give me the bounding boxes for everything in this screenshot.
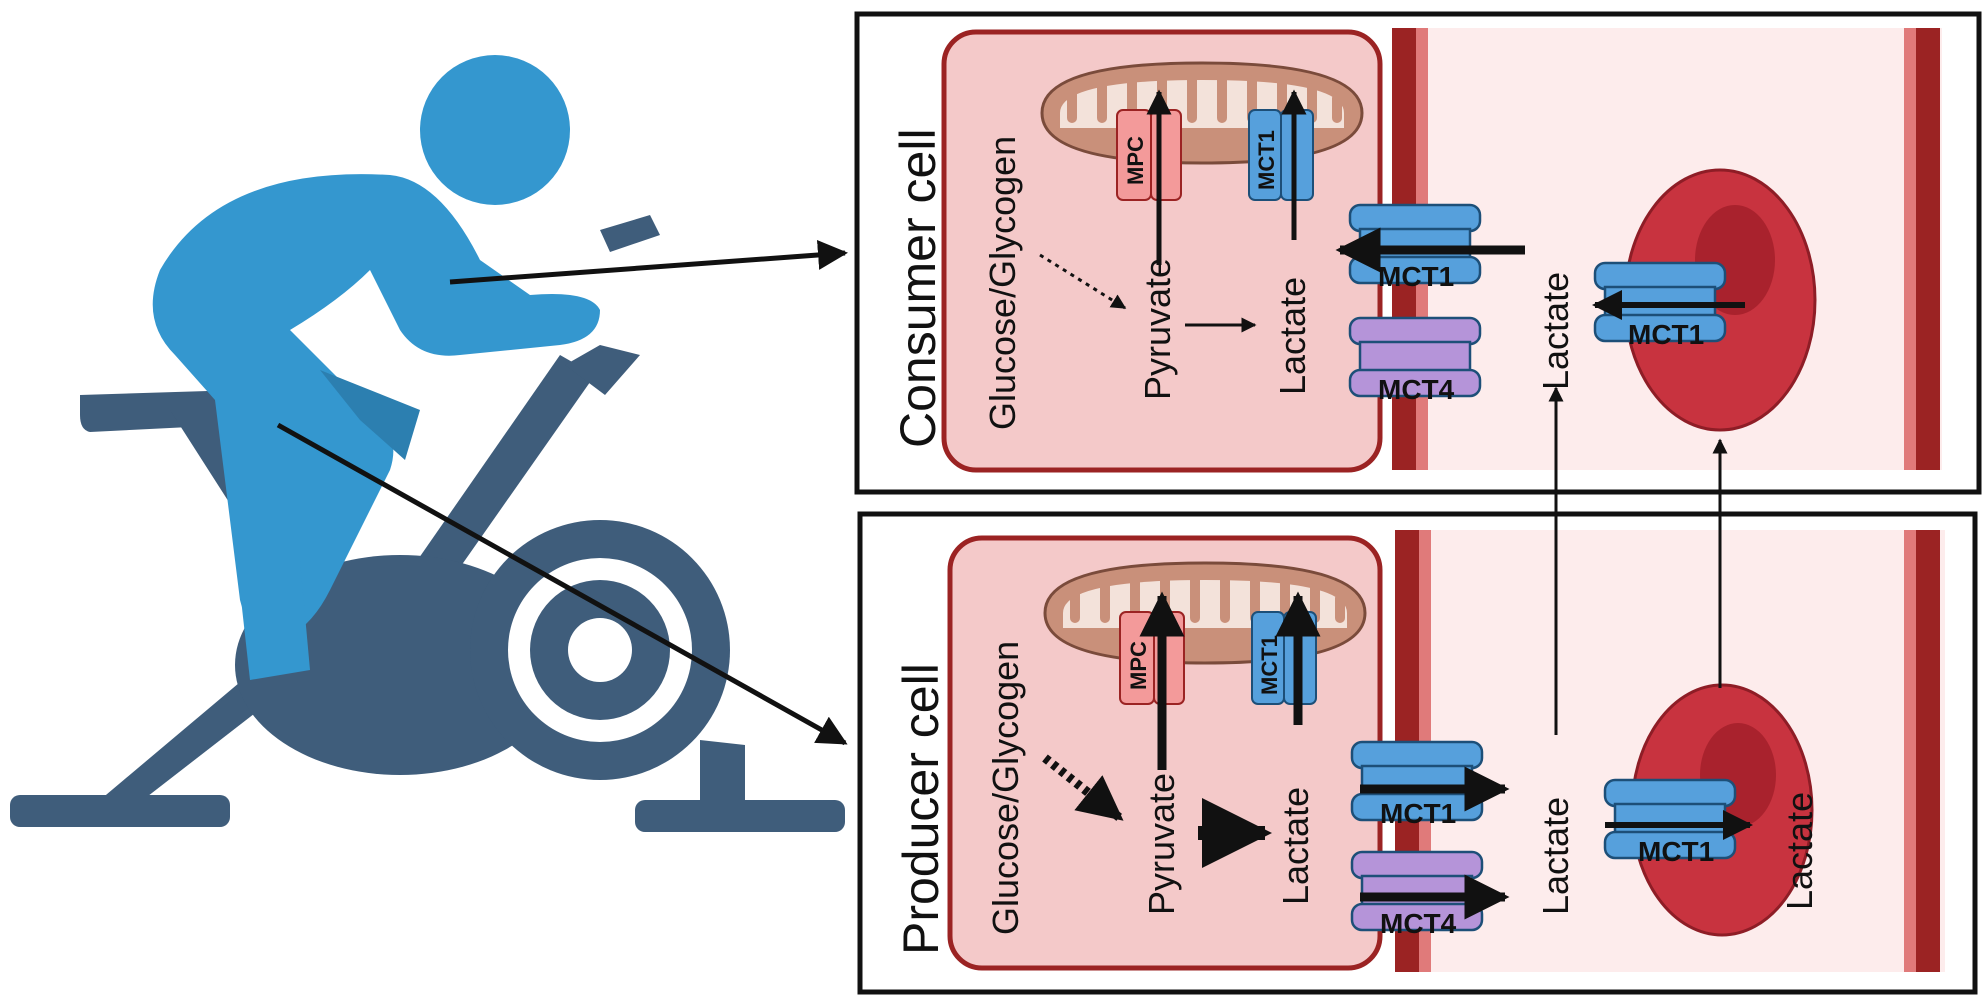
consumer-mct1-membrane-label: MCT1 [1378, 261, 1454, 292]
bike-icon [10, 215, 845, 832]
consumer-mct1-rbc-label: MCT1 [1628, 319, 1704, 350]
producer-mct1-rbc-label: MCT1 [1638, 836, 1714, 867]
consumer-mct1-mito-label: MCT1 [1254, 130, 1279, 190]
consumer-title: Consumer cell [890, 128, 946, 448]
producer-mpc-label: MPC [1126, 641, 1151, 690]
producer-mct1-membrane: MCT1 [1350, 740, 1484, 829]
consumer-glycolysis-arrow [1039, 253, 1127, 310]
consumer-mct1-membrane: MCT1 [1348, 203, 1482, 292]
consumer-lactate-cell: Lactate [1272, 277, 1313, 395]
consumer-substrate: Glucose/Glycogen [982, 136, 1023, 430]
producer-glycolysis-arrow [1042, 754, 1124, 822]
producer-lactate-cell: Lactate [1275, 787, 1316, 905]
consumer-mpc-transporter: MPC [1116, 109, 1182, 201]
producer-mpc-transporter: MPC [1119, 611, 1185, 705]
consumer-lactate-blood: Lactate [1535, 272, 1576, 390]
person-icon [152, 55, 600, 680]
producer-title: Producer cell [893, 663, 949, 955]
producer-lactate-blood: Lactate [1535, 797, 1576, 915]
producer-substrate: Glucose/Glycogen [985, 641, 1026, 935]
consumer-mpc-label: MPC [1123, 136, 1148, 185]
consumer-mct4-membrane: MCT4 [1348, 316, 1482, 405]
producer-panel: Producer cell MPC MCT1 Glucose/Glycogen … [857, 511, 1978, 995]
consumer-panel: Consumer cell MPC MCT1 Glucose/Glycogen … [854, 11, 1982, 495]
cyclist-illustration [10, 55, 845, 832]
consumer-red-blood-cell: MCT1 [1593, 168, 1817, 432]
producer-pyruvate: Pyruvate [1141, 773, 1182, 915]
producer-mct4-membrane-label: MCT4 [1380, 908, 1457, 939]
producer-mct1-mito-transporter: MCT1 [1251, 611, 1317, 705]
consumer-mct4-membrane-label: MCT4 [1378, 374, 1455, 405]
producer-red-blood-cell: MCT1 Lactate [1603, 683, 1820, 937]
producer-mct4-membrane: MCT4 [1350, 850, 1484, 939]
producer-mct1-mito-label: MCT1 [1257, 635, 1282, 695]
pointer-arrow-consumer [449, 240, 848, 285]
consumer-mct1-mito-transporter: MCT1 [1248, 109, 1314, 201]
pointer-arrow-producer [276, 422, 848, 746]
producer-lactate-rbc: Lactate [1779, 792, 1820, 910]
consumer-pyruvate: Pyruvate [1137, 258, 1178, 400]
producer-mct1-membrane-label: MCT1 [1380, 798, 1456, 829]
